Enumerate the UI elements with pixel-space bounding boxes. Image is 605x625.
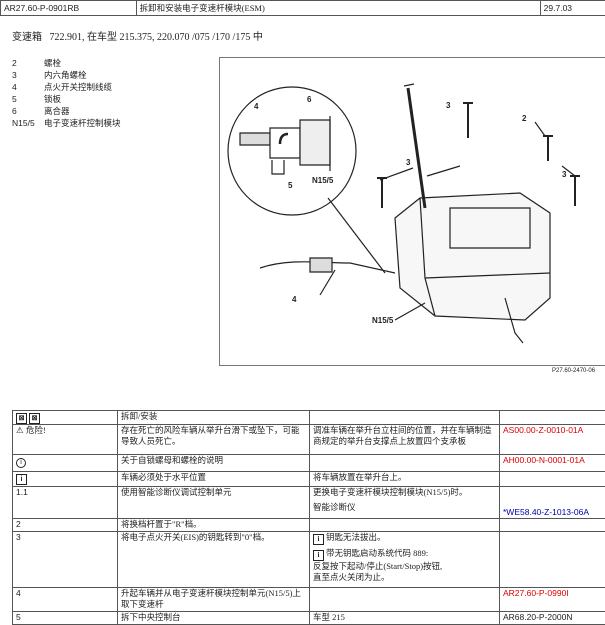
doc-date: 29.7.03 [539, 0, 605, 16]
ref-link[interactable]: AH00.00-N-0001-01A [499, 454, 605, 472]
doc-subheader: 变速箱 722.901, 在车型 215.375, 220.070 /075 /… [12, 32, 263, 43]
table-row: 2 将换档杆置于"R"档。 [12, 518, 605, 532]
table-row: ⚠ 危险! 存在死亡的风险车辆从举升台滑下或坠下，可能导致人员死亡。 调准车辆在… [12, 424, 605, 455]
info-icon: i [313, 534, 324, 545]
callout-3: 3 [562, 170, 567, 179]
ref-link[interactable]: AR68.20-P-2000N [499, 611, 605, 625]
doc-title: 拆卸和安装电子变速杆模块(ESM) [135, 0, 541, 16]
info-circle-icon: i [16, 458, 26, 468]
collapse-icon[interactable]: ⊠ [29, 413, 40, 424]
callout-5: 5 [288, 181, 293, 190]
callout-3: 3 [446, 101, 451, 110]
warning-icon: ⚠ [16, 425, 24, 435]
ref-link[interactable]: *WE58.40-Z-1013-06A [499, 486, 605, 519]
table-row: 1.1 使用智能诊断仪调试控制单元 更换电子变速杆模块控制模块(N15/5)时。… [12, 486, 605, 519]
technical-illustration: 3 2 3 3 4 6 5 N15/5 4 N15/5 [219, 57, 605, 366]
expand-collapse-icons[interactable]: ⊠⊠ [12, 410, 118, 425]
table-row: 4 升起车辆并从电子变速杆模块控制单元(N15/5)上取下变速杆 AR27.60… [12, 587, 605, 612]
table-row: 5 拆下中央控制台 车型 215 AR68.20-P-2000N [12, 611, 605, 625]
ref-link[interactable]: AS00.00-Z-0010-01A [499, 424, 605, 455]
table-row: i 关于自锁螺母和螺栓的说明 AH00.00-N-0001-01A [12, 454, 605, 472]
column-header-removal-installation: 拆卸/安装 [117, 410, 310, 425]
document-header: AR27.60-P-0901RB 拆卸和安装电子变速杆模块(ESM) 29.7.… [0, 0, 605, 16]
illustration-drawing [227, 83, 580, 344]
table-row: i 车辆必须处于水平位置 将车辆放置在举升台上。 [12, 471, 605, 487]
expand-icon[interactable]: ⊠ [16, 413, 27, 424]
callout-n15-5: N15/5 [372, 316, 394, 325]
callout-4: 4 [254, 102, 259, 111]
callout-4: 4 [292, 295, 297, 304]
callout-3: 3 [406, 158, 411, 167]
callout-n15-5: N15/5 [312, 176, 334, 185]
callout-2: 2 [522, 114, 527, 123]
callout-6: 6 [307, 95, 312, 104]
info-icon: i [313, 550, 324, 561]
procedure-table: ⊠⊠ 拆卸/安装 ⚠ 危险! 存在死亡的风险车辆从举升台滑下或坠下，可能导致人员… [12, 410, 605, 625]
table-header-row: ⊠⊠ 拆卸/安装 [12, 410, 605, 425]
figure-code: P27.60-2470-06 [552, 368, 596, 374]
info-icon: i [16, 474, 27, 485]
doc-id: AR27.60-P-0901RB [0, 0, 137, 16]
ref-link[interactable]: AR27.60-P-0990I [499, 587, 605, 612]
